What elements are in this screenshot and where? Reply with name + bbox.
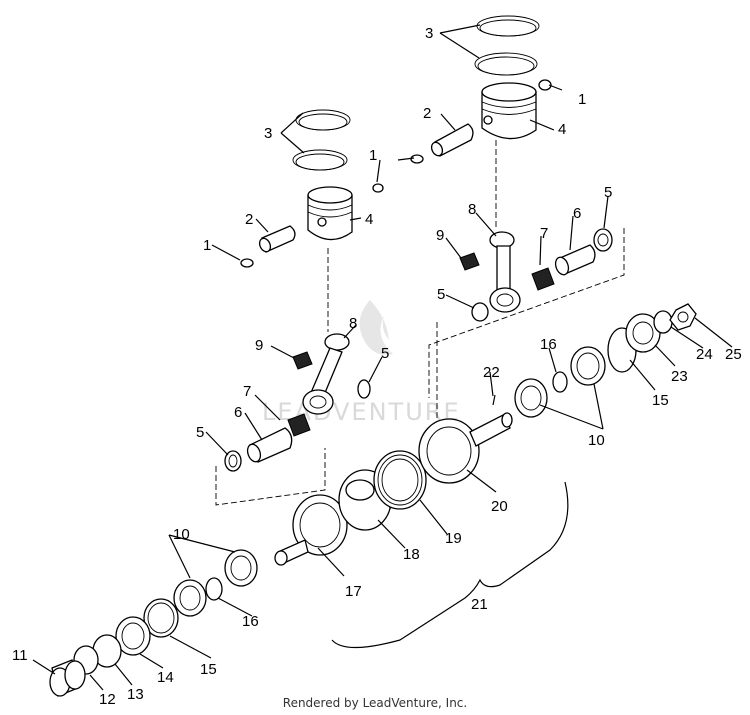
callout-4-right: 4 xyxy=(558,121,566,138)
callout-8-right: 8 xyxy=(468,201,476,218)
callout-7-left: 7 xyxy=(243,383,251,400)
callout-5-mid-right: 5 xyxy=(437,286,445,303)
right-wrist-pin xyxy=(430,123,474,157)
right-piston-rings xyxy=(474,15,540,76)
callout-5-top-right: 5 xyxy=(604,184,612,201)
right-piston xyxy=(481,82,537,140)
left-crank-pin-and-washer xyxy=(224,427,293,472)
crankshaft-flywheel-left xyxy=(274,494,348,566)
callout-23: 23 xyxy=(671,368,688,385)
callout-4-left: 4 xyxy=(365,211,373,228)
callout-1-middle: 1 xyxy=(369,147,377,164)
left-piston-rings xyxy=(292,109,351,171)
right-seal-stack xyxy=(607,303,697,373)
callout-15-right: 15 xyxy=(652,392,669,409)
callout-1-left: 1 xyxy=(203,237,211,254)
callout-24: 24 xyxy=(696,346,713,363)
callout-19: 19 xyxy=(445,530,462,547)
left-connecting-rod xyxy=(302,333,350,415)
callout-11: 11 xyxy=(12,647,28,664)
callout-9-right: 9 xyxy=(436,227,444,244)
callout-5-mid-left: 5 xyxy=(381,345,389,362)
callout-3-right: 3 xyxy=(425,25,433,42)
callout-7-right: 7 xyxy=(540,225,548,242)
callout-18: 18 xyxy=(403,546,420,563)
callout-12: 12 xyxy=(99,691,116,708)
callout-14: 14 xyxy=(157,669,174,686)
callout-6-left: 6 xyxy=(234,404,242,421)
left-seal-stack xyxy=(49,598,179,697)
left-main-bearings xyxy=(173,549,258,617)
right-connecting-rod xyxy=(489,231,521,313)
callout-10-right: 10 xyxy=(588,432,605,449)
right-main-bearings xyxy=(514,346,606,418)
callout-1-right-top: 1 xyxy=(578,91,586,108)
crankshaft-flywheel-right xyxy=(418,394,513,484)
callout-17: 17 xyxy=(345,583,362,600)
callout-6-right: 6 xyxy=(573,205,581,222)
callout-3-left: 3 xyxy=(264,125,272,142)
callout-13: 13 xyxy=(127,686,144,703)
left-needle-bearings xyxy=(287,351,371,437)
callout-21: 21 xyxy=(471,596,488,613)
callout-5-bottom-left: 5 xyxy=(196,424,204,441)
callout-25: 25 xyxy=(725,346,742,363)
right-crank-pin-and-washer xyxy=(554,228,613,276)
callout-20: 20 xyxy=(491,498,508,515)
callout-numbers: 3 3 1 1 1 2 2 4 4 8 8 9 9 5 5 5 5 6 6 7 … xyxy=(12,25,742,708)
right-circlips xyxy=(410,79,552,164)
callout-16-right: 16 xyxy=(540,336,557,353)
right-needle-bearings xyxy=(459,252,555,322)
callout-2-right: 2 xyxy=(423,105,431,122)
footer-credit: Rendered by LeadVenture, Inc. xyxy=(282,696,468,710)
callout-16-left: 16 xyxy=(242,613,259,630)
callout-9-left: 9 xyxy=(255,337,263,354)
crankshaft-center-webs xyxy=(338,450,427,531)
brace-21 xyxy=(331,481,569,649)
watermark: LEADVENTURE xyxy=(262,300,459,426)
left-wrist-pin xyxy=(258,225,296,253)
callout-8-left: 8 xyxy=(349,315,357,332)
left-piston xyxy=(307,186,353,241)
leader-lines xyxy=(32,24,733,691)
left-guide-lines xyxy=(215,248,329,506)
callout-22: 22 xyxy=(483,364,500,381)
callout-10-left: 10 xyxy=(173,526,190,543)
callout-15-left: 15 xyxy=(200,661,217,678)
left-circlips xyxy=(240,183,384,268)
callout-2-left: 2 xyxy=(245,211,253,228)
